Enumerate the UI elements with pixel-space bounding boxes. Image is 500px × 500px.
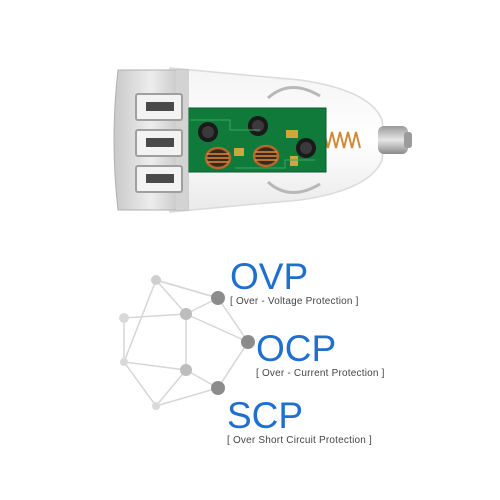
node [152,402,160,410]
scp-node [211,381,225,395]
usb-port-2 [135,129,183,157]
usb-port-3 [135,165,183,193]
feature-description: [ Over Short Circuit Protection ] [227,435,372,446]
feature-scp: SCP [ Over Short Circuit Protection ] [227,397,372,446]
node [151,275,161,285]
protection-hexagon-diagram [119,275,255,410]
ovp-node [211,291,225,305]
feature-code: OVP [230,256,309,297]
node [120,358,128,366]
node [119,313,129,323]
network-nodes [119,275,255,410]
feature-description: [ Over - Voltage Protection ] [230,296,359,307]
feature-ocp: OCP [ Over - Current Protection ] [256,330,385,379]
node [180,308,192,320]
ocp-node [241,335,255,349]
feature-code: OCP [256,328,337,369]
charger-tip [378,126,412,154]
feature-ovp: OVP [ Over - Voltage Protection ] [230,258,359,307]
car-charger-illustration [113,67,412,213]
feature-code: SCP [227,395,304,436]
node [180,364,192,376]
side-clips [266,86,321,194]
usb-port-1 [135,93,183,121]
pcb-board [187,107,327,173]
feature-description: [ Over - Current Protection ] [256,368,385,379]
